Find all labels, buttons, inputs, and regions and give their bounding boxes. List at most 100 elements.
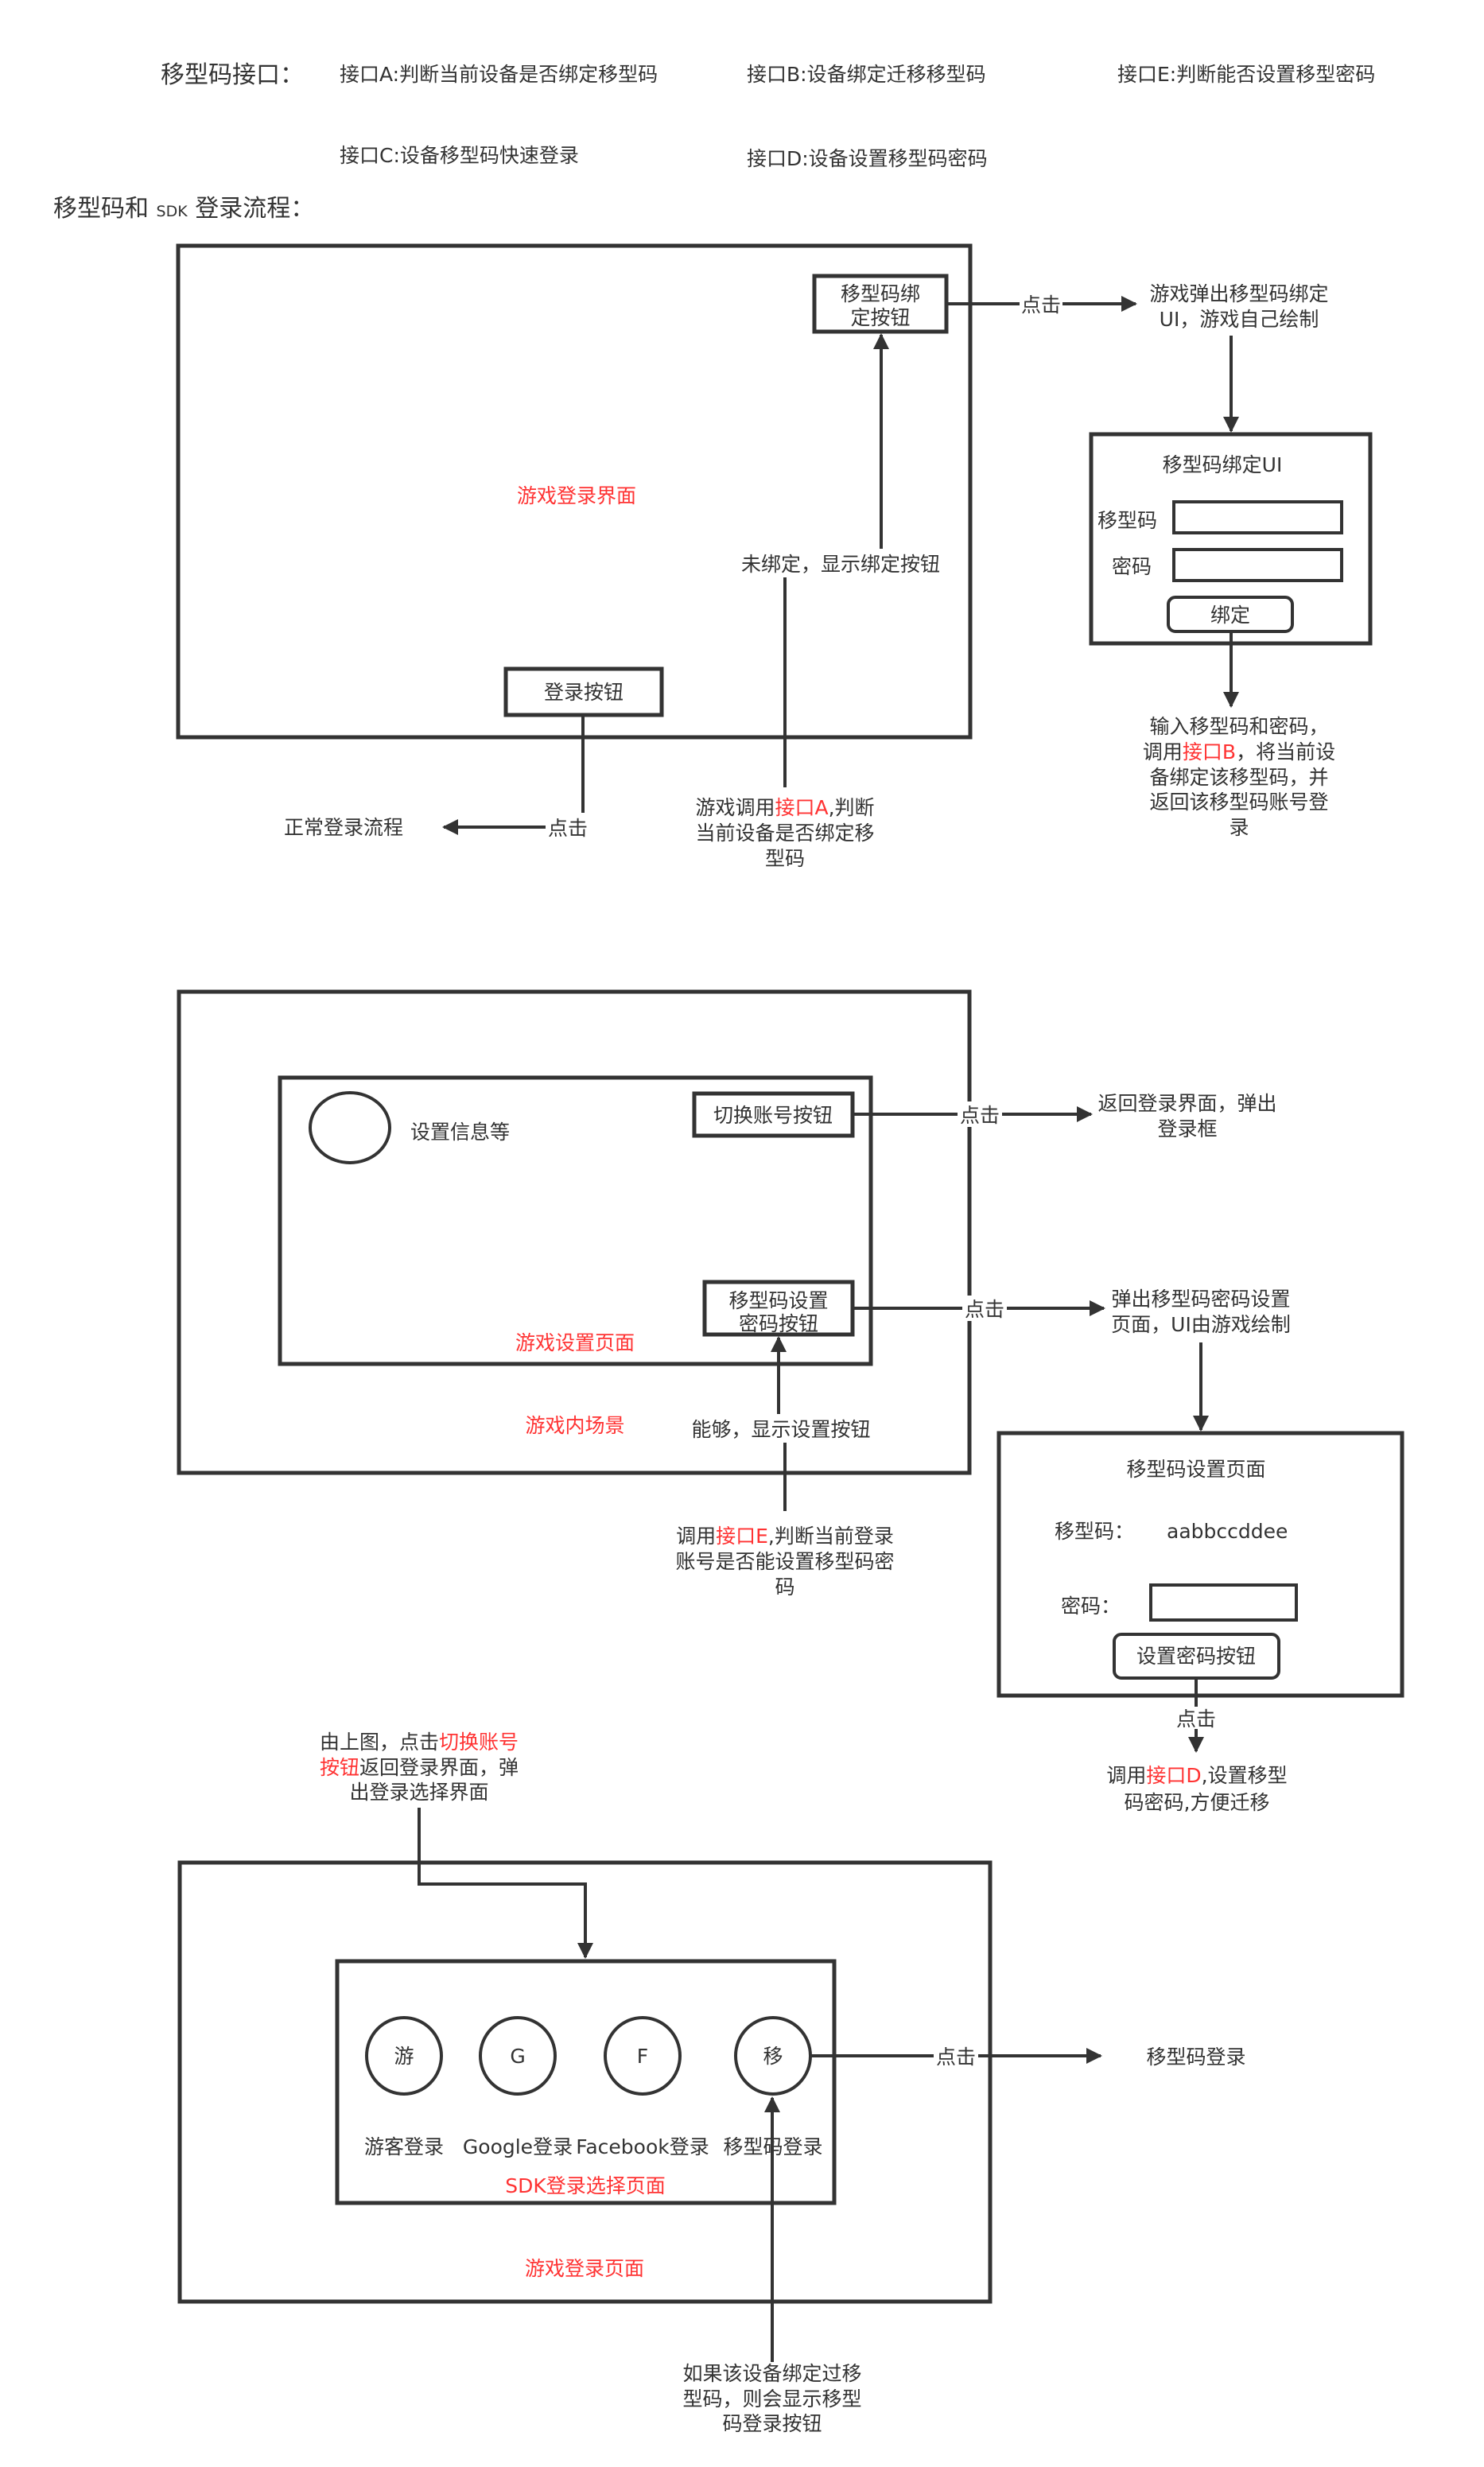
call-d-line1: 调用接口D,设置移型 [1106,1764,1287,1787]
switch-account-button[interactable]: 切换账号按钮 [692,1091,855,1138]
label-bg [1020,291,1062,317]
bind-result-line5: 录 [1229,816,1249,839]
login-option[interactable]: G Google登录 [463,2016,573,2158]
interface-a-highlight: 接口A [775,796,828,819]
set-page-code-label: 移型码： [1055,1520,1134,1543]
in-game-scene-label: 游戏内场景 [525,1414,624,1437]
set-page-code-value: aabbccddee [1167,1520,1288,1543]
login-button-label: 登录按钮 [544,681,624,704]
interfaces-title: 移型码接口： [161,61,304,89]
call-a-line1: 游戏调用接口A,判断 [695,796,874,819]
interface-b: 接口B:设备绑定迁移移型码 [747,63,986,86]
bind-result-line2: 调用接口B，将当前设 [1143,740,1335,763]
interface-a: 接口A:判断当前设备是否绑定移型码 [340,63,658,86]
guest-login-icon[interactable] [365,2016,443,2096]
set-page-password-input[interactable] [1149,1583,1298,1622]
normal-login-flow: 正常登录流程 [284,816,403,839]
set-password-entry-line1: 移型码设置 [728,1289,828,1312]
label-bg [958,1101,1002,1127]
migrate-login-click-label: 点击 [936,2045,976,2069]
call-e-line3: 码 [775,1575,794,1599]
bind-ui-password-label: 密码 [1112,555,1152,578]
login-button-frame[interactable] [503,666,664,717]
label-bg [962,1296,1007,1321]
bind-button-line1: 移型码绑 [841,282,920,305]
popup-text-line2: UI，游戏自己绘制 [1160,308,1319,331]
text-part: 游戏调用 [695,796,775,819]
bind-ui-bind-button[interactable]: 绑定 [1167,596,1294,633]
set-password-button[interactable]: 设置密码按钮 [1113,1633,1280,1680]
text-part: 由上图，点击 [320,1731,439,1754]
interface-b-highlight: 接口B [1183,740,1236,763]
login-option-label: Google登录 [463,2135,573,2158]
bind-click-label: 点击 [1021,293,1061,317]
unbound-label: 未绑定，显示绑定按钮 [741,553,940,576]
text-part: 返回登录界面，弹 [359,1756,519,1779]
bind-result-line4: 返回该移型码账号登 [1149,791,1328,814]
bind-ui-code-label: 移型码 [1097,509,1157,532]
game-login-screen-label: 游戏登录界面 [517,484,636,507]
login-button[interactable]: 登录按钮 [503,666,664,717]
interface-d: 接口D:设备设置移型码密码 [747,147,988,170]
able-label: 能够，显示设置按钮 [691,1418,870,1441]
sdk-login-select-label: SDK登录选择页面 [505,2174,666,2197]
text-part: 调用 [1143,740,1183,763]
label-bg [546,813,590,840]
intro-arrow [418,1808,593,1959]
subtitle-pre: 移型码和 [53,195,157,223]
set-password-click-label: 点击 [1176,1707,1216,1731]
bind-button-line2: 定按钮 [850,306,910,329]
login-option-label: Facebook登录 [576,2135,709,2158]
bind-ui-bind-button-label: 绑定 [1210,604,1250,627]
switch-account-button-label: 切换账号按钮 [713,1104,833,1127]
set-pw-click-label: 点击 [965,1298,1004,1321]
intro-line1: 由上图，点击切换账号 [320,1731,519,1754]
interface-c: 接口C:设备移型码快速登录 [340,144,579,167]
bind-ui-password-input[interactable] [1172,548,1343,582]
bind-button-frame[interactable] [812,274,949,334]
bound-note-line1: 如果该设备绑定过移 [682,2362,861,2385]
set-pw-popup-line2: 页面，UI由游戏绘制 [1111,1313,1291,1336]
switch-click-label: 点击 [960,1104,1000,1127]
bind-ui-code-input[interactable] [1172,500,1343,534]
set-password-entry-line2: 密码按钮 [739,1312,818,1335]
call-d-line2: 码密码,方便迁移 [1125,1791,1270,1814]
migrate-login-target: 移型码登录 [1146,2045,1245,2069]
migrate-code-login-icon[interactable] [734,2016,812,2096]
call-e-line2: 账号是否能设置移型码密 [675,1550,894,1573]
bind-ui-title: 移型码绑定UI [1163,453,1283,476]
google-login-icon[interactable] [479,2016,557,2096]
set-password-entry-button-frame[interactable] [702,1280,855,1337]
avatar-circle [309,1091,391,1164]
bind-result-line1: 输入移型码和密码， [1149,715,1328,738]
text-part: ,判断当前登录 [768,1525,894,1548]
login-option-glyph: 移 [763,2045,783,2068]
return-text-line2: 登录框 [1157,1117,1217,1140]
intro-line2: 按钮返回登录界面，弹 [320,1756,519,1779]
set-pw-popup-line1: 弹出移型码密码设置 [1111,1288,1290,1311]
text-part: ,判断 [829,796,875,819]
login-option-glyph: 游 [394,2045,414,2068]
subtitle-sdk: SDK [157,203,188,220]
interface-e: 接口E:判断能否设置移型密码 [1117,63,1375,86]
interface-e-highlight: 接口E [716,1525,768,1548]
button-highlight: 按钮 [320,1756,359,1779]
set-password-entry-button[interactable]: 移型码设置 密码按钮 [702,1280,855,1337]
flow-subtitle: 移型码和 SDK 登录流程： [53,195,314,223]
interface-d-highlight: 接口D [1146,1764,1201,1787]
bound-note-line2: 型码，则会显示移型 [682,2387,861,2411]
login-option-label: 游客登录 [364,2135,444,2158]
facebook-login-icon[interactable] [604,2016,682,2096]
login-option-glyph: G [510,2045,525,2068]
bind-result-line3: 备绑定该移型码，并 [1149,766,1328,789]
set-page-password-label: 密码： [1061,1595,1121,1618]
migrate-code-bind-button[interactable]: 移型码绑 定按钮 [812,274,949,334]
set-password-page-title: 移型码设置页面 [1126,1458,1265,1481]
call-a-line2: 当前设备是否绑定移 [695,822,874,845]
call-e-line1: 调用接口E,判断当前登录 [676,1525,894,1548]
bound-note-line3: 码登录按钮 [722,2412,822,2435]
